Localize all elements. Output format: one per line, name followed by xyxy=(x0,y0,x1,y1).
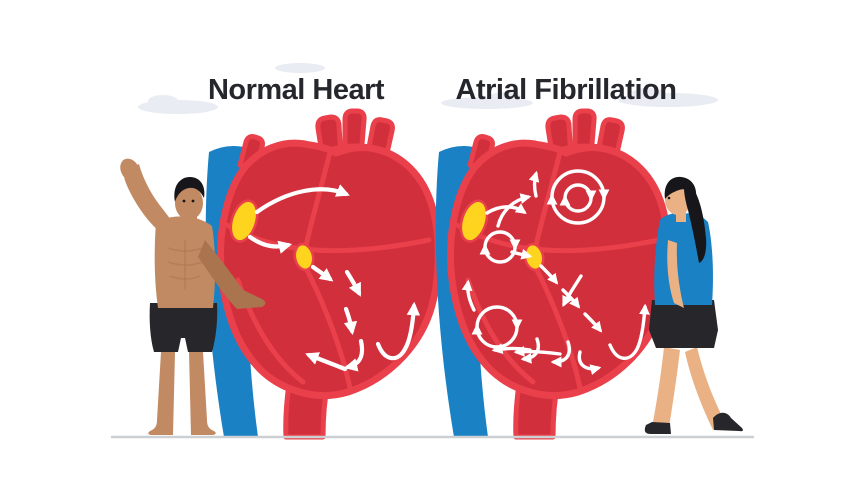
woman-arm xyxy=(667,240,684,308)
cloud xyxy=(632,88,664,98)
normal-heart-title: Normal Heart xyxy=(208,74,385,106)
woman-front-leg xyxy=(653,347,680,427)
man-ab-lines xyxy=(167,240,203,290)
man-shorts xyxy=(149,303,218,352)
man-raised-arm xyxy=(123,164,175,232)
afib-heart-illustration xyxy=(435,108,672,440)
man-pointing-arm xyxy=(198,240,266,309)
afib-chaotic-arrows xyxy=(461,169,650,375)
man-raised-hand xyxy=(120,158,140,182)
man-left-leg xyxy=(148,352,175,435)
woman-back-shoe xyxy=(713,412,743,432)
av-node xyxy=(293,242,315,272)
woman-hair xyxy=(664,176,697,199)
woman-eye xyxy=(667,196,671,200)
man-eye xyxy=(182,199,186,203)
woman-front-shoe xyxy=(644,422,671,434)
afib-heart-title: Atrial Fibrillation xyxy=(456,74,677,106)
man-figure xyxy=(120,158,266,435)
man-head xyxy=(175,186,203,220)
cloud xyxy=(275,63,325,73)
normal-heart-illustration xyxy=(205,108,442,440)
woman-ponytail xyxy=(684,184,707,263)
normal-conduction-arrows xyxy=(247,184,421,372)
heart-body xyxy=(217,139,442,399)
sa-node xyxy=(459,199,489,243)
background-clouds xyxy=(138,63,718,114)
woman-skirt xyxy=(649,300,718,348)
woman-figure xyxy=(644,176,743,434)
man-right-leg xyxy=(189,352,216,435)
man-hair xyxy=(174,177,205,202)
woman-back-leg xyxy=(685,347,727,430)
man-eye xyxy=(191,199,195,203)
cloud xyxy=(148,95,178,107)
sa-node xyxy=(229,199,259,243)
cloud xyxy=(489,92,521,102)
